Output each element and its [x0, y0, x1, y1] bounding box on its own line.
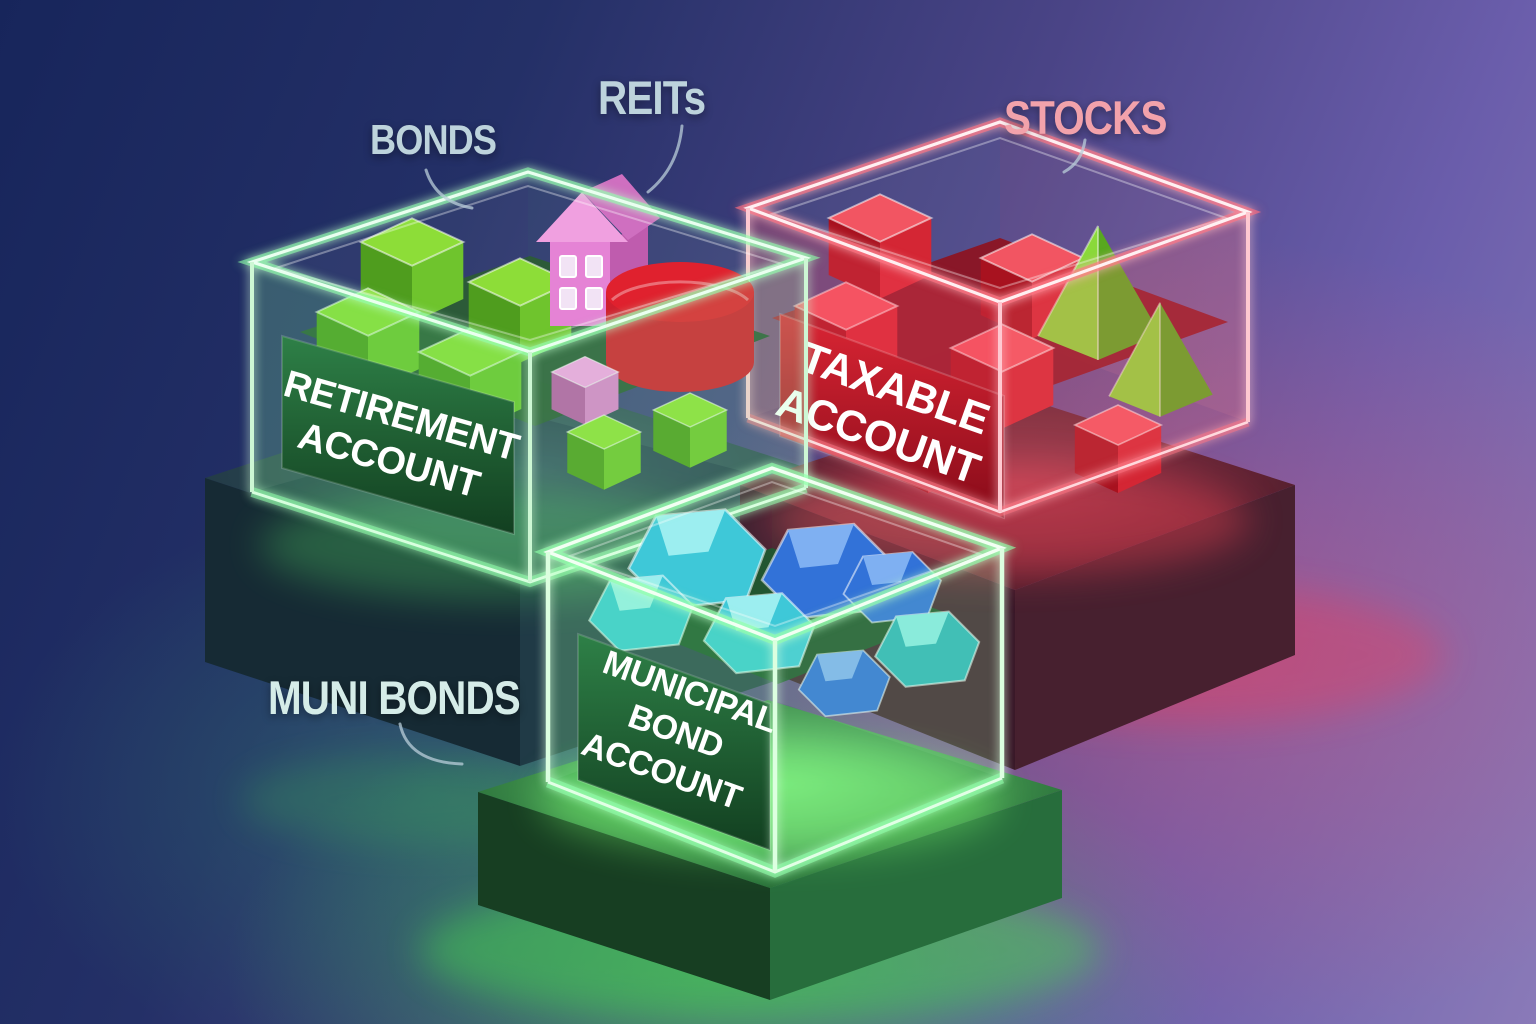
stocks-connector	[1062, 138, 1087, 174]
retirement-panel	[281, 334, 515, 536]
taxable-panel	[779, 312, 1005, 520]
bonds-label: BONDS	[370, 116, 497, 163]
bonds-connector	[424, 168, 474, 210]
reits-connector	[646, 124, 684, 194]
municipal-box-edges	[533, 462, 1017, 878]
stocks-label: STOCKS	[1004, 91, 1167, 144]
retirement-account-box: RETIREMENT ACCOUNT	[237, 167, 821, 588]
municipal-panel	[577, 632, 771, 852]
reits-label: REITs	[598, 71, 706, 124]
house-windows	[559, 255, 603, 310]
muni-bonds-connector	[398, 722, 464, 766]
reit-house	[536, 174, 660, 326]
label-connectors	[398, 124, 1087, 766]
municipal-bond-account-box: MUNICIPAL BOND ACCOUNT	[533, 462, 1017, 878]
taxable-box-edges	[734, 117, 1262, 517]
muni-bonds-label: MUNI BONDS	[268, 671, 521, 724]
